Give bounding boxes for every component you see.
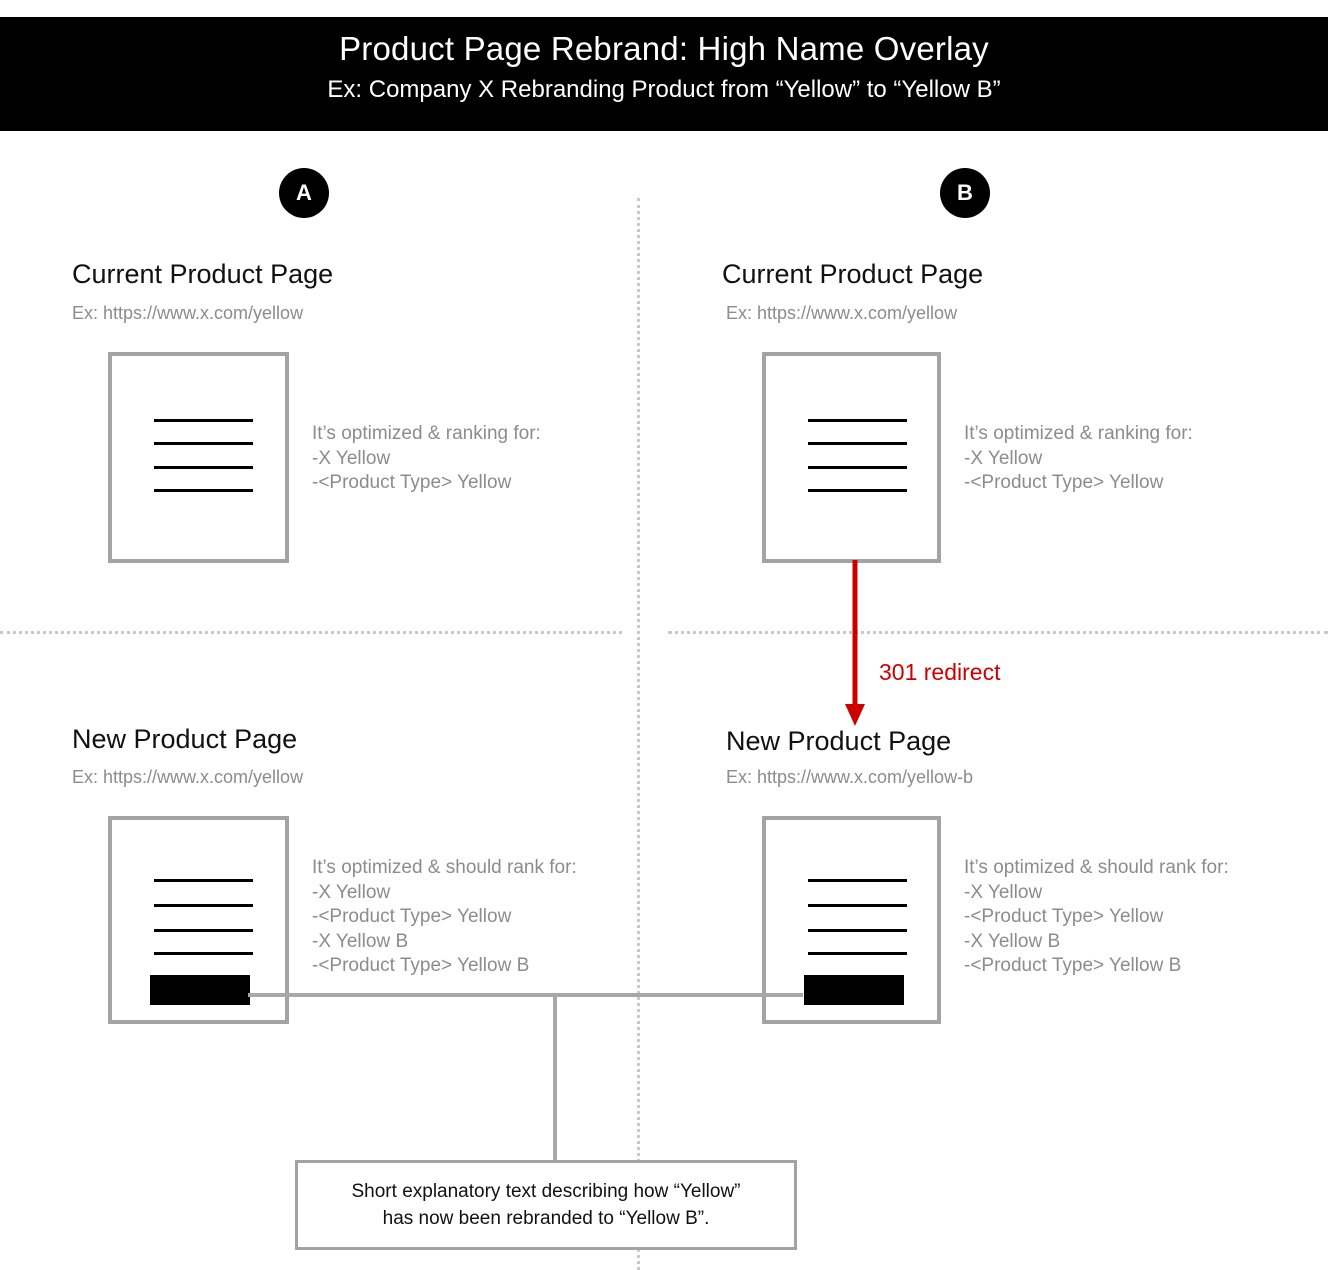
section-title-b-new: New Product Page xyxy=(726,726,952,756)
section-title-a-current: Current Product Page xyxy=(72,259,334,289)
page-line xyxy=(154,952,253,955)
keyword-item: -X Yellow B xyxy=(312,930,409,952)
redirect-arrow-icon xyxy=(845,560,865,726)
vertical-dotted-divider xyxy=(637,198,640,1270)
keyword-heading: It’s optimized & should rank for: xyxy=(964,857,1229,878)
scenario-badge-a: A xyxy=(279,168,329,218)
keyword-list-a-new: It’s optimized & should rank for: -X Yel… xyxy=(312,856,577,979)
keyword-item: -<Product Type> Yellow B xyxy=(964,955,1182,976)
page-line xyxy=(808,904,907,907)
page-line xyxy=(154,442,253,445)
section-url-a-new: Ex: https://www.x.com/yellow xyxy=(72,767,304,787)
page-line xyxy=(808,442,907,445)
page-title: Product Page Rebrand: High Name Overlay xyxy=(339,30,989,67)
section-url-a-current: Ex: https://www.x.com/yellow xyxy=(72,303,304,323)
keyword-list-a-current: It’s optimized & ranking for: -X Yellow … xyxy=(312,422,541,496)
keyword-item: -X Yellow xyxy=(312,447,391,469)
name-overlay-block xyxy=(150,975,250,1005)
section-title-b-current: Current Product Page xyxy=(722,259,984,289)
page-line xyxy=(808,419,907,422)
page-line xyxy=(154,879,253,882)
redirect-label: 301 redirect xyxy=(879,659,1001,685)
section-title-a-new: New Product Page xyxy=(72,724,298,754)
section-url-b-new: Ex: https://www.x.com/yellow-b xyxy=(726,767,974,787)
page-line xyxy=(154,419,253,422)
keyword-item: -X Yellow xyxy=(964,881,1043,903)
page-mock-a-current xyxy=(108,352,289,563)
overlay-connector-horizontal xyxy=(248,993,803,997)
keyword-heading: It’s optimized & ranking for: xyxy=(964,423,1193,444)
keyword-item: -X Yellow xyxy=(964,447,1043,469)
page-line xyxy=(154,489,253,492)
explanatory-callout-box: Short explanatory text describing how “Y… xyxy=(295,1160,797,1250)
page-line xyxy=(808,489,907,492)
keyword-item: -<Product Type> Yellow xyxy=(964,472,1164,493)
keyword-item: -X Yellow B xyxy=(964,930,1061,952)
page-mock-a-new xyxy=(108,816,289,1024)
page-line xyxy=(154,466,253,469)
keyword-list-b-current: It’s optimized & ranking for: -X Yellow … xyxy=(964,422,1193,496)
keyword-list-b-new: It’s optimized & should rank for: -X Yel… xyxy=(964,856,1229,979)
keyword-item: -<Product Type> Yellow xyxy=(312,906,512,927)
keyword-heading: It’s optimized & ranking for: xyxy=(312,423,541,444)
keyword-item: -X Yellow xyxy=(312,881,391,903)
page-line xyxy=(808,466,907,469)
horizontal-dotted-divider-left xyxy=(0,631,622,634)
page-line xyxy=(808,952,907,955)
page-line xyxy=(154,929,253,932)
page-mock-b-current xyxy=(762,352,941,563)
page-mock-b-new xyxy=(762,816,941,1024)
scenario-badge-b: B xyxy=(940,168,990,218)
overlay-connector-vertical xyxy=(553,993,557,1163)
keyword-item: -<Product Type> Yellow xyxy=(964,906,1164,927)
horizontal-dotted-divider-right xyxy=(668,631,1328,634)
callout-line-2: has now been rebranded to “Yellow B”. xyxy=(382,1208,710,1229)
keyword-heading: It’s optimized & should rank for: xyxy=(312,857,577,878)
page-subtitle: Ex: Company X Rebranding Product from “Y… xyxy=(327,76,1001,103)
keyword-item: -<Product Type> Yellow xyxy=(312,472,512,493)
section-url-b-current: Ex: https://www.x.com/yellow xyxy=(726,303,958,323)
page-line xyxy=(154,904,253,907)
header-bar: Product Page Rebrand: High Name Overlay … xyxy=(0,17,1328,131)
keyword-item: -<Product Type> Yellow B xyxy=(312,955,530,976)
callout-line-1: Short explanatory text describing how “Y… xyxy=(351,1181,741,1202)
page-line xyxy=(808,879,907,882)
name-overlay-block xyxy=(804,975,904,1005)
page-line xyxy=(808,929,907,932)
